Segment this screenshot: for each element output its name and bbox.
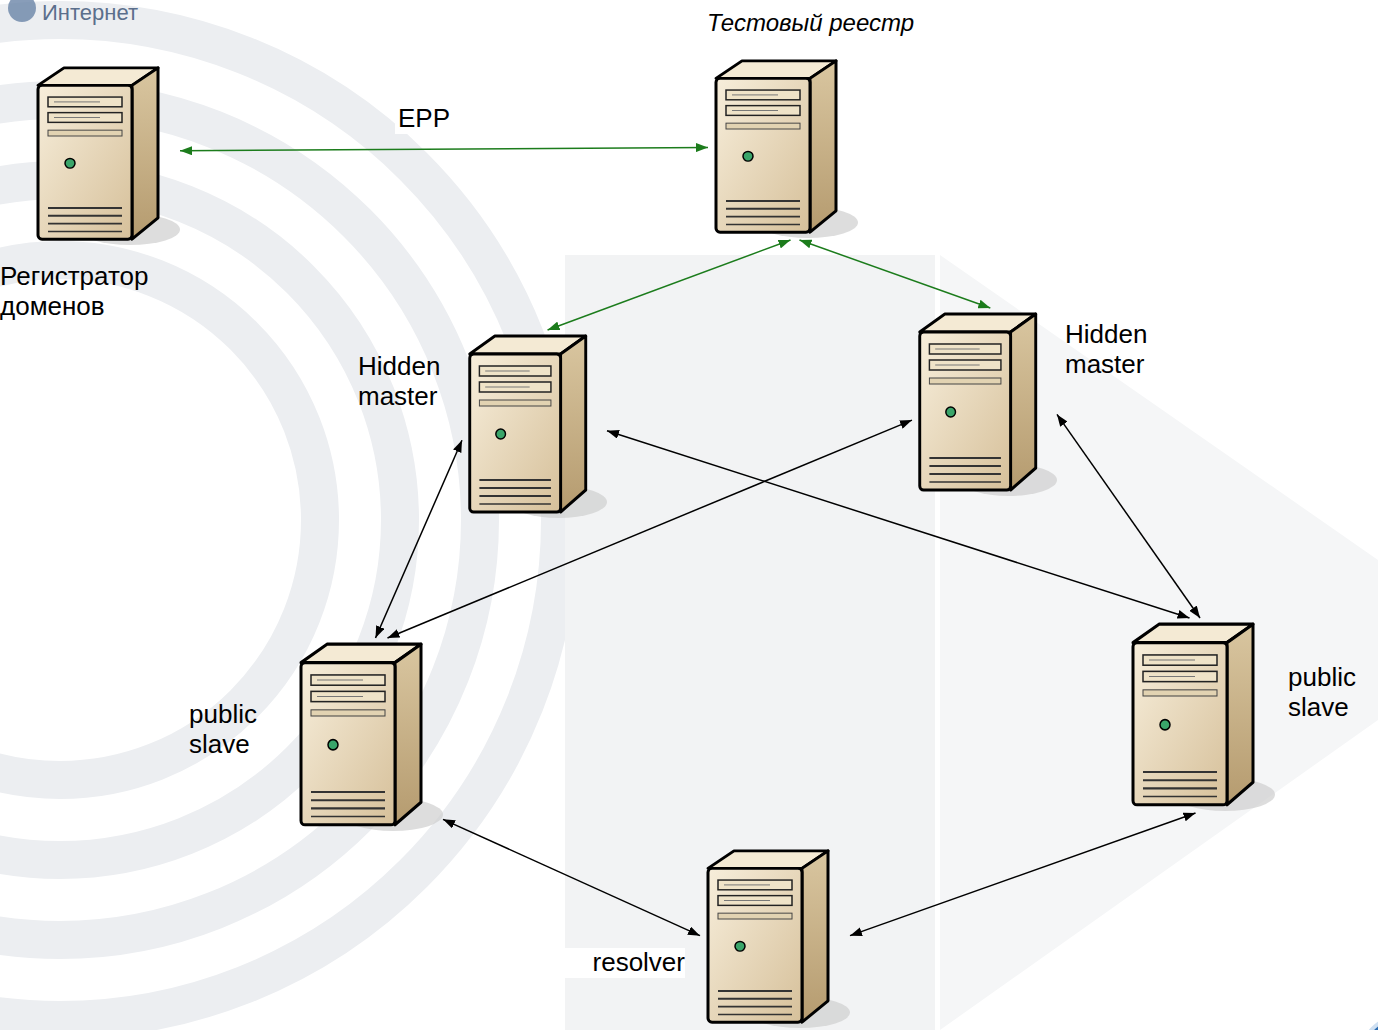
server-icon [293,638,443,833]
server-node: resolver [700,845,850,1030]
edge-label: EPP [395,103,453,134]
connector-arrow [800,240,991,308]
connector-arrow [1057,414,1200,618]
connector-arrow [443,819,700,935]
server-node: public slave [1125,618,1275,813]
server-icon [912,308,1057,498]
server-icon [708,55,858,240]
server-label: resolver [560,948,685,978]
connector-arrow [548,240,791,330]
server-label: Hidden master [358,352,458,412]
server-node: Hidden master [912,308,1057,498]
server-node: Тестовый реестр [708,55,858,240]
server-label: Тестовый реестр [648,9,973,37]
server-icon [30,62,180,247]
server-node: Hidden master [462,330,607,520]
connector-arrow [388,420,913,638]
connector-arrow [850,813,1196,936]
server-label: public slave [189,700,284,760]
logo-text: Интернет [42,0,138,26]
server-label: Hidden master [1065,320,1175,380]
server-icon [462,330,607,520]
connector-arrow [180,148,708,151]
connector-arrow [607,431,1190,618]
server-label: public slave [1288,663,1374,723]
connector-arrow [376,440,463,638]
server-label: Регистратор доменов [0,262,200,322]
server-node: public slave [293,638,443,833]
server-icon [1125,618,1275,813]
server-node: Регистратор доменов [30,62,180,247]
server-icon [700,845,850,1030]
